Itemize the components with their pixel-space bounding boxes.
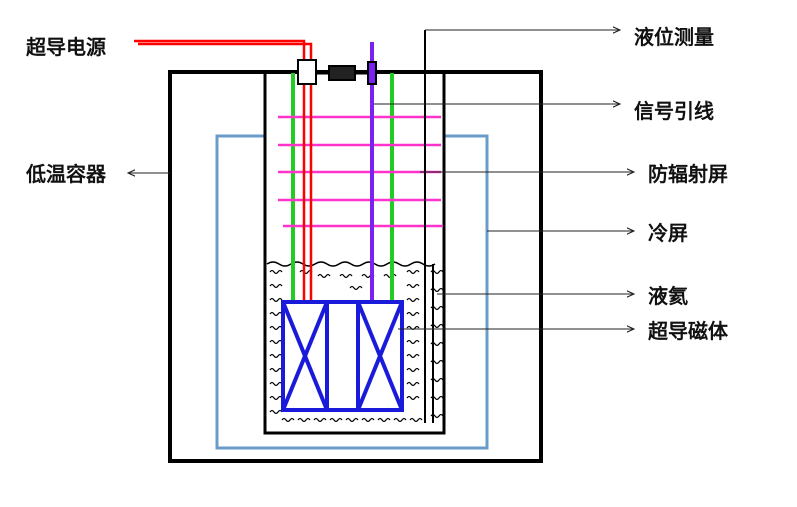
label-power-supply: 超导电源 [25,35,106,59]
label-magnet: 超导磁体 [647,319,729,343]
label-radiation-shield: 防辐射屏 [648,162,728,186]
power-leads [134,39,313,300]
label-cold-shield: 冷屏 [648,221,688,245]
label-cryostat: 低温容器 [25,162,107,186]
label-liquid-helium: 液氦 [648,284,688,308]
label-signal-lead: 信号引线 [634,99,714,123]
label-level-gauge: 液位测量 [634,25,714,49]
feedthrough-connector [297,59,377,85]
superconducting-magnet [281,300,404,412]
